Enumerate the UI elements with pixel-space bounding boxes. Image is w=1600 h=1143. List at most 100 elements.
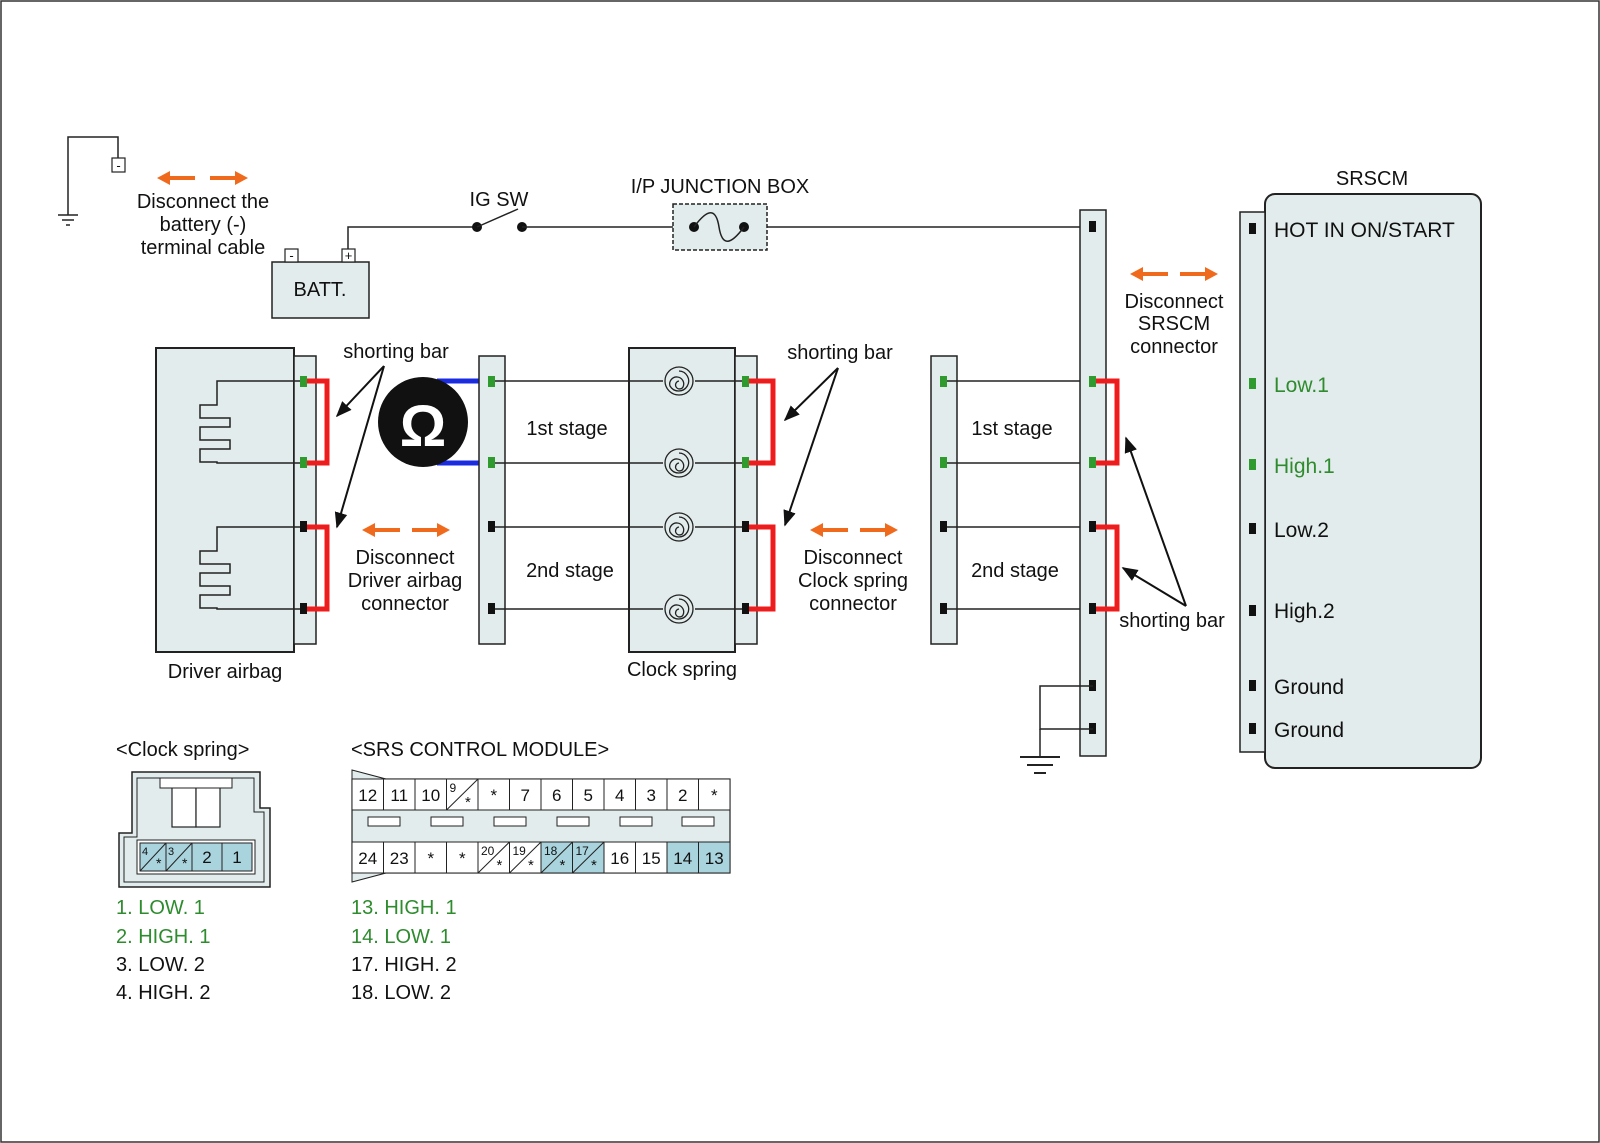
clock-legend-3: 3. LOW. 2 [116, 954, 205, 976]
srs-bottom-pin-17-star: * [591, 857, 597, 874]
srs-top-pin-9-star: * [465, 794, 471, 811]
harness-connector-clock-side [930, 355, 958, 645]
srs-bottom-cell: 13 [698, 841, 731, 874]
shorting-bar-airbag-lower [307, 524, 330, 612]
srs-legend-14: 14. LOW. 1 [351, 926, 451, 948]
srs-bottom-pin-18: 18 [544, 844, 558, 858]
srs-top-cell: 4 [603, 778, 636, 811]
srs-bottom-cell: 16 [603, 841, 636, 874]
srs-top-cell: * [698, 778, 731, 811]
srs-top-pin-12: 12 [358, 786, 377, 805]
srscm-harness-connector [1079, 209, 1107, 757]
clock-connector-face: 4 * 3 * 2 1 [118, 771, 271, 888]
disconnect-battery-label-3: terminal cable [141, 237, 266, 259]
srs-top-cell: 7 [509, 778, 542, 811]
clock-spring: Clock spring [627, 347, 758, 681]
srscm-pin-ground1: Ground [1274, 676, 1344, 699]
srs-key-slot [493, 816, 527, 827]
ig-switch-label: IG SW [470, 189, 529, 211]
srs-bottom-pin-star: * [427, 849, 434, 868]
srscm-pin-low1: Low.1 [1274, 374, 1329, 397]
srs-top-pin-3: 3 [647, 786, 656, 805]
clock-legend-4: 4. HIGH. 2 [116, 982, 210, 1004]
srs-top-cell: 3 [635, 778, 668, 811]
srs-bottom-cell: 18* [540, 841, 573, 874]
srs-key-slot [619, 816, 653, 827]
disconnect-airbag-label-3: connector [361, 593, 449, 615]
srs-bottom-cell: 19* [509, 841, 542, 874]
srscm-pin-ground2: Ground [1274, 719, 1344, 742]
srs-key-slot [681, 816, 715, 827]
srs-bottom-pin-18-star: * [560, 857, 566, 874]
ohm-symbol: Ω [400, 394, 447, 459]
srscm-pin-high2: High.2 [1274, 600, 1335, 623]
chassis-ground [1020, 685, 1093, 774]
srscm-pin-hot: HOT IN ON/START [1274, 219, 1455, 242]
clock-pin-1: 1 [232, 848, 241, 867]
srs-bottom-pin-20: 20 [481, 844, 495, 858]
main-power-wire [347, 226, 477, 249]
srs-bottom-cell: * [414, 841, 447, 874]
battery-label: BATT. [294, 279, 347, 301]
disconnect-battery-arrows [157, 171, 248, 185]
srs-key-slot [430, 816, 464, 827]
shorting-bar-clock-lower [749, 524, 776, 612]
shorting-bar-srscm-upper [1096, 378, 1120, 466]
srs-bottom-cell: 14 [666, 841, 699, 874]
srs-bottom-cell: 15 [635, 841, 668, 874]
srs-bottom-pin-23: 23 [390, 849, 409, 868]
clock-pin-2: 2 [202, 848, 211, 867]
srs-bottom-cell: 24 [351, 841, 384, 874]
srs-bottom-pin-13: 13 [705, 849, 724, 868]
disconnect-srscm-label-2: SRSCM [1138, 313, 1210, 335]
disconnect-clock-label-3: connector [809, 593, 897, 615]
srs-legend-18: 18. LOW. 2 [351, 982, 451, 1004]
ohmmeter: Ω [378, 377, 490, 467]
driver-airbag: Driver airbag [155, 347, 317, 683]
srscm-harness-wires [947, 380, 1093, 610]
srscm-pin-low2: Low.2 [1274, 519, 1329, 542]
srs-top-cell: 2 [666, 778, 699, 811]
srs-key-slot [556, 816, 590, 827]
shorting-bar-label-clock: shorting bar [787, 342, 893, 364]
disconnect-srscm-label-3: connector [1130, 336, 1218, 358]
disconnect-battery-label-2: battery (-) [160, 214, 247, 236]
srs-top-cell: 12 [351, 778, 384, 811]
clock-spring-wires [495, 380, 743, 610]
stage1-label-right: 1st stage [971, 418, 1052, 440]
clock-spring-harness-connector [478, 355, 506, 645]
srs-top-cell: 5 [572, 778, 605, 811]
srs-legend-13: 13. HIGH. 1 [351, 897, 457, 919]
shorting-bar-clock-upper [749, 378, 776, 466]
srs-bottom-cell: 20* [477, 841, 510, 874]
srs-bottom-pin-19: 19 [513, 844, 527, 858]
srscm-title: SRSCM [1336, 168, 1408, 190]
shorting-bar-airbag-upper [307, 378, 330, 466]
srs-top-pin-4: 4 [615, 786, 624, 805]
clock-pin-3-star: * [182, 855, 188, 871]
srs-bottom-pin-19-star: * [528, 857, 534, 874]
srs-top-cell: 11 [383, 778, 416, 811]
disconnect-airbag-arrows [362, 523, 450, 537]
srs-top-pin-5: 5 [584, 786, 593, 805]
clock-legend-2: 2. HIGH. 1 [116, 926, 210, 948]
srs-top-pin-star: * [711, 786, 718, 805]
shorting-bar-srscm-lower [1096, 524, 1120, 612]
clock-legend-1: 1. LOW. 1 [116, 897, 205, 919]
srs-bottom-pin-20-star: * [497, 857, 503, 874]
clock-pin-4-star: * [156, 855, 162, 871]
srs-top-pin-star: * [490, 786, 497, 805]
clock-spring-label: Clock spring [627, 659, 737, 681]
srs-bottom-pin-15: 15 [642, 849, 661, 868]
disconnect-srscm-arrows [1130, 267, 1218, 281]
srs-top-cell: 6 [540, 778, 573, 811]
shorting-bar-label-airbag: shorting bar [343, 341, 449, 363]
disconnect-srscm-label-1: Disconnect [1125, 291, 1224, 313]
disconnect-battery-label-1: Disconnect the [137, 191, 269, 213]
disconnect-airbag-label-2: Driver airbag [348, 570, 462, 592]
srs-bottom-cell: 23 [383, 841, 416, 874]
srs-top-cell: 10 [414, 778, 447, 811]
srs-bottom-pin-14: 14 [673, 849, 692, 868]
